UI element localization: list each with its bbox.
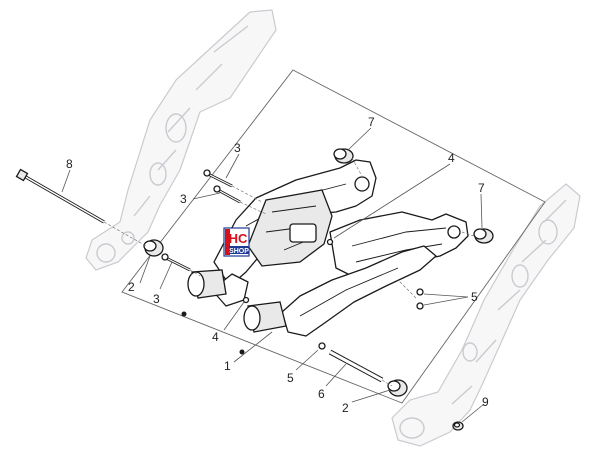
alignment-lines <box>103 157 475 387</box>
long-bolt <box>15 168 105 224</box>
washer-lower <box>416 302 424 310</box>
callout-6: 6 <box>318 387 325 401</box>
callout-5-low: 5 <box>287 371 294 385</box>
ghost-frame-right <box>391 183 581 447</box>
callout-4-low: 4 <box>212 330 219 344</box>
logo-text-shop: SHOP <box>229 248 249 255</box>
spindle-pin <box>328 349 384 383</box>
bushing-upper <box>333 148 354 164</box>
washer-center <box>326 238 334 246</box>
reference-dot-left <box>181 311 187 317</box>
callout-numbers: 8 3 3 7 4 7 2 3 5 4 1 5 6 2 9 <box>66 115 489 415</box>
leader-lines <box>61 127 485 423</box>
callout-3-top: 3 <box>234 141 241 155</box>
callout-2-bottom: 2 <box>342 401 349 415</box>
reference-dot-right <box>239 349 245 355</box>
callout-8: 8 <box>66 157 73 171</box>
callout-3-low: 3 <box>153 292 160 306</box>
assembly-frame <box>121 69 546 404</box>
washer-upper <box>416 288 424 296</box>
logo-text-hc: HC <box>229 231 248 246</box>
bushing-bottom <box>387 379 408 397</box>
callout-4-top: 4 <box>448 151 455 165</box>
swingarm-assembly <box>187 159 469 337</box>
callout-3-mid: 3 <box>180 192 187 206</box>
callout-7-top: 7 <box>368 115 375 129</box>
callout-1: 1 <box>224 359 231 373</box>
callout-9: 9 <box>482 395 489 409</box>
callout-7-right: 7 <box>478 181 485 195</box>
callout-5-right: 5 <box>471 290 478 304</box>
bushing-left <box>143 239 164 257</box>
callout-2-left: 2 <box>128 280 135 294</box>
washer-bottom <box>318 342 326 350</box>
short-bolt-upper <box>203 169 233 188</box>
loose-parts <box>15 148 494 431</box>
bushing-right <box>473 228 494 244</box>
washer-pivot <box>242 296 250 304</box>
short-bolt-lower <box>161 253 191 272</box>
nut <box>452 421 464 431</box>
short-bolt-middle <box>213 185 241 204</box>
ghost-frame-left <box>85 9 277 271</box>
hc-shop-logo: HC SHOP <box>223 227 250 257</box>
